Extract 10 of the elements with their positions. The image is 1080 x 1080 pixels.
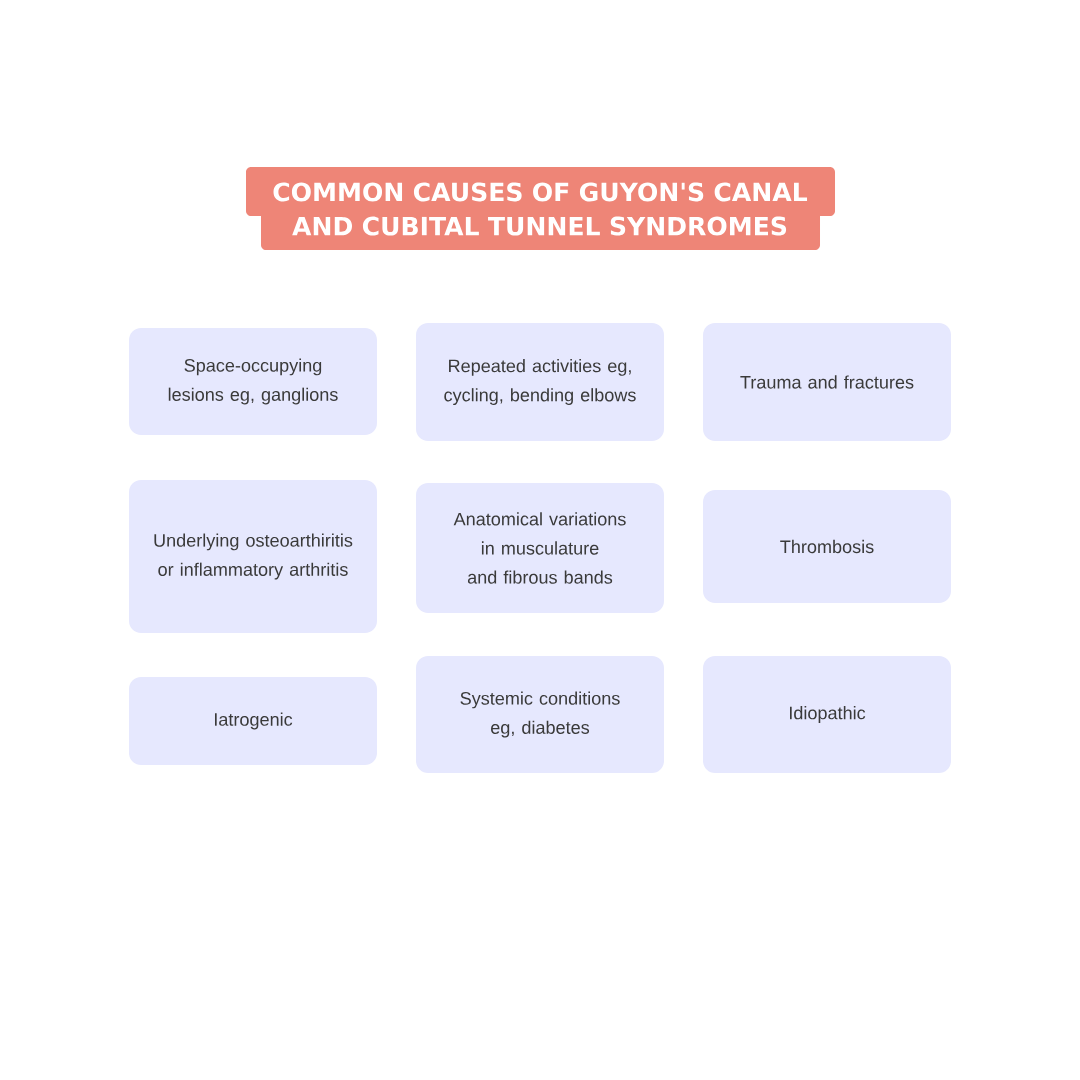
cause-box: Thrombosis [703, 490, 951, 603]
cause-box: Repeated activities eg, cycling, bending elbows [416, 323, 664, 441]
cause-box: Underlying osteoarthiritis or inflammatory arthritis [129, 480, 377, 633]
cause-box: Trauma and fractures [703, 323, 951, 441]
title-banner: COMMON CAUSES OF GUYON'S CANAL AND CUBITAL TUNNEL SYNDROMES [246, 167, 835, 250]
cause-box: Idiopathic [703, 656, 951, 773]
cause-box: Anatomical variations in musculature and fibrous bands [416, 483, 664, 613]
cause-box: Space-occupying lesions eg, ganglions [129, 328, 377, 435]
cause-box: Systemic conditions eg, diabetes [416, 656, 664, 773]
cause-box: Iatrogenic [129, 677, 377, 765]
